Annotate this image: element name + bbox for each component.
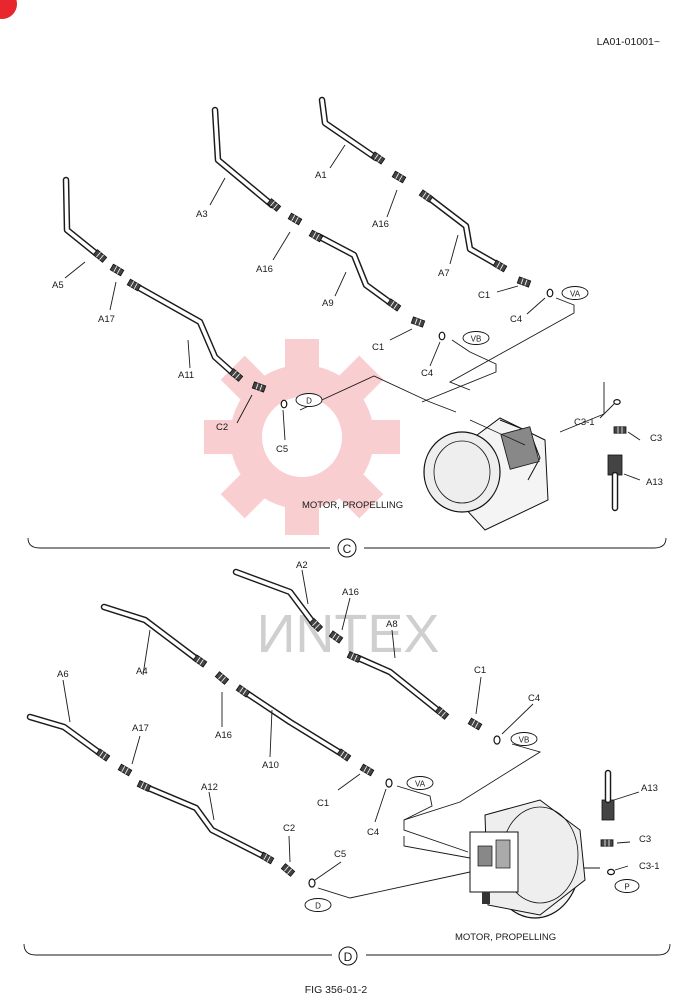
section-c-bracket	[27, 537, 667, 549]
adapter-fittings	[109, 170, 627, 512]
label-c2: C2	[216, 422, 228, 433]
hose-a7	[418, 189, 508, 273]
label-a8: A8	[386, 619, 398, 630]
label-a17: A17	[98, 314, 115, 325]
label-a1: A1	[315, 170, 327, 181]
adapter-fittings-d	[117, 630, 615, 888]
hose-a6	[26, 713, 111, 762]
label-a13: A13	[646, 477, 663, 488]
label-a17: A17	[132, 723, 149, 734]
port-tag-vb-d: VB	[510, 732, 538, 746]
port-tag-vb-c: VB	[462, 331, 490, 345]
label-c4: C4	[421, 368, 433, 379]
svg-text:VB: VB	[519, 736, 530, 745]
section-c-caption: MOTOR, PROPELLING	[302, 500, 403, 511]
port-lines	[299, 297, 605, 433]
hose-a1	[318, 96, 386, 165]
section-d-caption: MOTOR, PROPELLING	[455, 932, 556, 943]
label-a5: A5	[52, 280, 64, 291]
label-c3: C3	[639, 834, 651, 845]
label-a16: A16	[256, 264, 273, 275]
label-c1: C1	[474, 665, 486, 676]
leader-lines-d	[62, 569, 640, 881]
hose-a3	[211, 106, 282, 212]
section-c-marker	[337, 538, 357, 558]
label-a16: A16	[342, 587, 359, 598]
section-d-marker	[338, 946, 358, 966]
hose-a4	[100, 603, 208, 668]
label-c5: C5	[334, 849, 346, 860]
label-a16: A16	[372, 219, 389, 230]
corner-logo-icon	[0, 0, 17, 19]
leader-lines-c	[64, 144, 641, 481]
label-c5: C5	[276, 444, 288, 455]
hose-a10	[235, 684, 352, 762]
label-a4: A4	[136, 666, 148, 677]
label-c3-1: C3-1	[574, 417, 595, 428]
figure-number: FIG 356-01-2	[305, 984, 368, 996]
hose-a12	[136, 780, 275, 865]
label-c1: C1	[372, 342, 384, 353]
section-d-diagram: VB VA D P A2 A4 A6 A8 A10 A12	[23, 560, 671, 966]
label-a13: A13	[641, 783, 658, 794]
svg-text:P: P	[624, 883, 629, 892]
port-tag-d-d: D	[304, 898, 332, 912]
port-tag-va-d: VA	[406, 776, 434, 790]
svg-text:VA: VA	[415, 780, 426, 789]
label-c2: C2	[283, 823, 295, 834]
hose-a9	[308, 229, 402, 312]
label-a10: A10	[262, 760, 279, 771]
label-c3-1: C3-1	[639, 861, 660, 872]
section-d-letter: D	[344, 950, 353, 964]
label-c4: C4	[367, 827, 379, 838]
port-tag-d-c: D	[295, 393, 323, 407]
hose-a11	[126, 278, 244, 382]
label-a6: A6	[57, 669, 69, 680]
section-c-letter: C	[343, 542, 352, 556]
section-c-diagram: VA VB D A1 A3 A5 A7 A9 A11 A13 A16	[27, 96, 667, 558]
watermark-text: ИNTEX	[257, 604, 440, 664]
label-a11: A11	[178, 370, 194, 381]
svg-text:D: D	[315, 902, 321, 911]
label-a9: A9	[322, 298, 334, 309]
label-a12: A12	[201, 782, 218, 793]
svg-text:VA: VA	[570, 290, 581, 299]
document-code: LA01-01001~	[597, 36, 660, 48]
label-c3: C3	[650, 433, 662, 444]
label-a3: A3	[196, 209, 208, 220]
label-c1: C1	[478, 290, 490, 301]
port-tag-p-d: P	[614, 879, 640, 893]
propelling-motor-c	[423, 417, 549, 531]
svg-text:VB: VB	[471, 335, 482, 344]
part-labels-c: A1 A3 A5 A7 A9 A11 A13 A16 A16 A17 C1 C1…	[52, 170, 663, 488]
hose-a8	[346, 651, 450, 720]
hose-a5	[62, 176, 108, 263]
label-c1: C1	[317, 798, 329, 809]
section-d-bracket	[23, 943, 671, 956]
port-tag-va-c: VA	[561, 286, 589, 300]
propelling-motor-d	[469, 799, 586, 919]
svg-text:D: D	[306, 397, 312, 406]
part-labels-d: A2 A4 A6 A8 A10 A12 A13 A16 A16 A17 C1 C…	[57, 560, 660, 872]
label-a7: A7	[438, 268, 450, 279]
label-c4: C4	[510, 314, 522, 325]
hose-a2	[232, 568, 323, 632]
label-a16: A16	[215, 730, 232, 741]
label-a2: A2	[296, 560, 308, 571]
label-c4: C4	[528, 693, 540, 704]
